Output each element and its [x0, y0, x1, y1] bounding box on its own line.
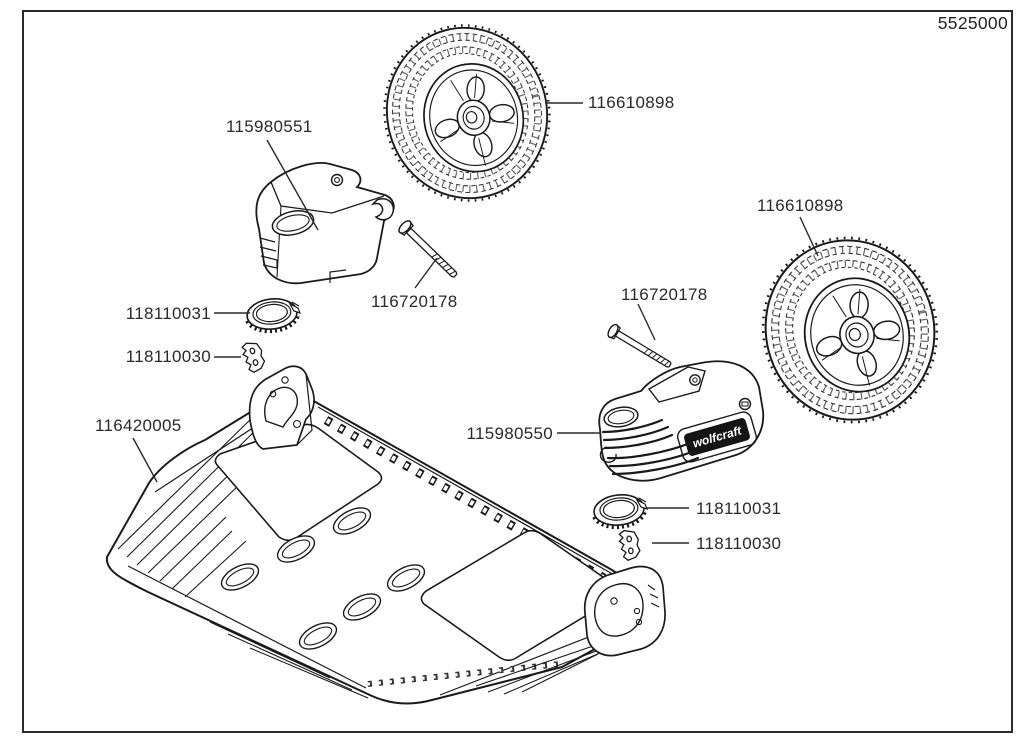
bracket-right-drawing: wolfcraft [598, 360, 765, 482]
leader-lines [132, 102, 819, 544]
part-label-bracket-right: 115980550 [466, 424, 553, 443]
part-label-bracket-left: 115980551 [226, 117, 313, 136]
lock-clip-drawing-right [617, 528, 642, 562]
lock-clip-drawing-left [239, 339, 268, 375]
part-label-lock-clip-left: 118110030 [125, 347, 211, 366]
part-label-bolt-right: 116720178 [621, 285, 708, 304]
cap-ring-drawing-left [246, 296, 300, 332]
part-label-wheel-right: 116610898 [757, 196, 844, 215]
part-label-lock-clip-right: 118110030 [696, 534, 782, 553]
document-number: 5525000 [937, 13, 1008, 33]
part-label-base-plate: 116420005 [95, 416, 182, 435]
cap-ring-drawing-right [593, 492, 647, 528]
bolt-drawing-left [396, 218, 462, 282]
wheel-drawing-right [744, 219, 957, 440]
base-plate-drawing [105, 365, 666, 705]
part-label-cap-ring-right: 118110031 [696, 499, 782, 518]
part-label-bolt-left: 116720178 [371, 292, 458, 311]
part-label-cap-ring-left: 118110031 [125, 304, 211, 323]
bracket-left-drawing [255, 162, 395, 285]
deck-left-tower [248, 365, 315, 450]
part-label-wheel-top: 116610898 [588, 93, 675, 112]
bolt-drawing-right [605, 322, 675, 373]
wheel-drawing-top [366, 8, 568, 218]
deck-right-tower [583, 565, 666, 657]
